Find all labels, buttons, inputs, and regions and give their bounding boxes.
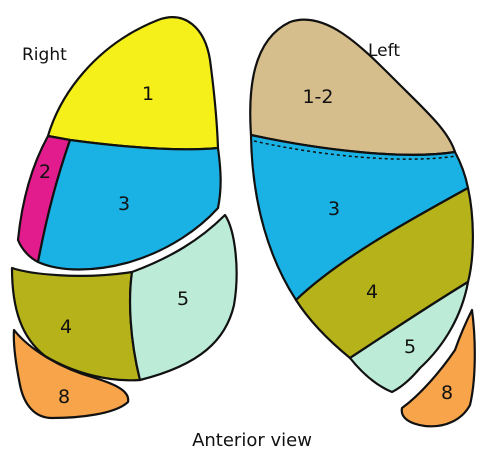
right-segment-4-label: 4 <box>60 316 72 338</box>
left-lung <box>250 20 475 427</box>
left-segment-3-label: 3 <box>328 198 340 220</box>
right-segment-1 <box>48 17 218 149</box>
right-segment-1-label: 1 <box>142 83 154 105</box>
right-segment-8-label: 8 <box>58 386 70 408</box>
left-segment-1-2-label: 1-2 <box>302 86 333 108</box>
left-side-label: Left <box>368 41 400 61</box>
left-segment-8-label: 8 <box>441 382 453 404</box>
right-segment-2-label: 2 <box>39 161 51 183</box>
right-lung <box>12 17 237 418</box>
right-segment-3-label: 3 <box>118 193 130 215</box>
left-segment-4-label: 4 <box>366 281 378 303</box>
left-segment-1-2 <box>250 20 455 155</box>
left-segment-5-label: 5 <box>404 336 416 358</box>
view-caption: Anterior view <box>192 430 312 451</box>
right-segment-5-label: 5 <box>177 288 189 310</box>
right-side-label: Right <box>22 45 67 65</box>
